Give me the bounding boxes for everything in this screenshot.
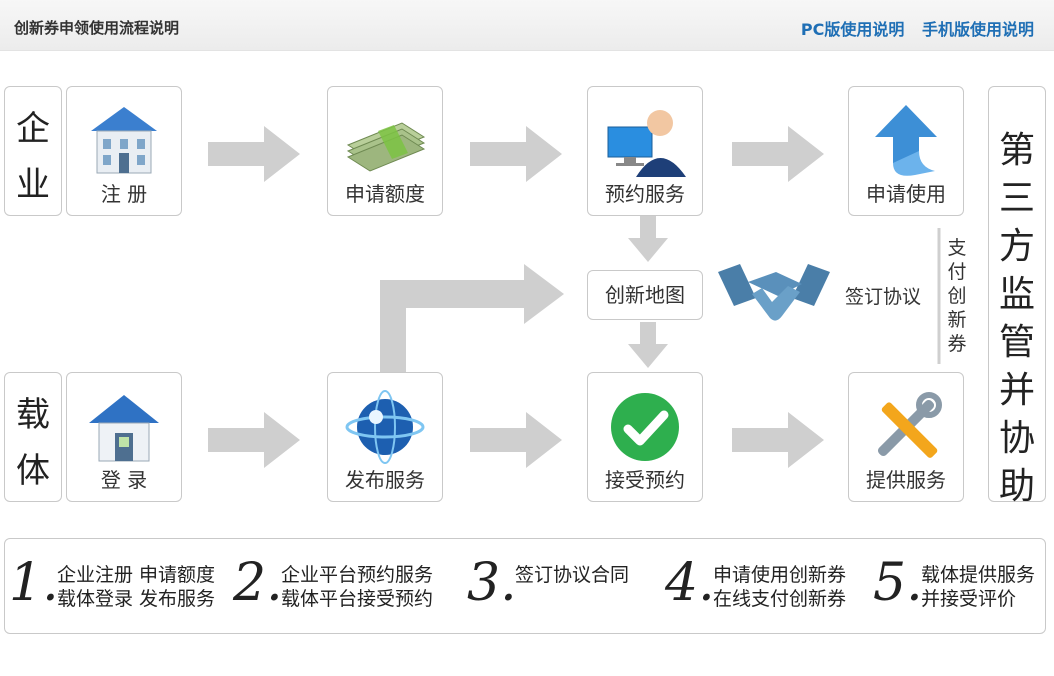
- carrier-char-1: 载: [16, 395, 50, 435]
- up-arrow-icon: [875, 105, 937, 176]
- login-card[interactable]: 登 录: [66, 372, 182, 502]
- step-number: 3.: [467, 553, 517, 613]
- header-links: PC版使用说明 手机版使用说明: [789, 16, 1034, 40]
- third-party-text: 第 三 方 监 管 并 协 助: [989, 127, 1045, 511]
- pay-char: 创: [947, 285, 967, 307]
- enterprise-char-1: 企: [16, 109, 50, 149]
- quota-label: 申请额度: [345, 182, 425, 206]
- house-icon: [89, 395, 159, 462]
- page-title: 创新券申领使用流程说明: [14, 19, 180, 37]
- step-text: 企业注册 申请额度载体登录 发布服务: [57, 563, 215, 611]
- third-party-char: 三: [998, 178, 1035, 219]
- money-icon: [346, 122, 426, 172]
- apply-use-label: 申请使用: [866, 182, 946, 206]
- step-text: 载体提供服务并接受评价: [921, 563, 1035, 611]
- third-party-char: 管: [998, 322, 1035, 363]
- third-party-char: 方: [998, 226, 1035, 267]
- tools-icon: [877, 392, 942, 458]
- step-text: 申请使用创新券在线支付创新券: [713, 563, 846, 611]
- sign-agreement-label: 签订协议: [845, 286, 922, 308]
- third-party-box: 第 三 方 监 管 并 协 助: [988, 86, 1046, 507]
- register-card[interactable]: 注 册: [66, 86, 182, 216]
- mobile-guide-link[interactable]: 手机版使用说明: [921, 20, 1034, 39]
- step-number: 5.: [873, 553, 923, 613]
- pay-char: 券: [947, 333, 967, 355]
- step-line: 在线支付创新券: [713, 588, 847, 610]
- quota-card[interactable]: 申请额度: [327, 86, 443, 216]
- header-bar: 创新券申领使用流程说明 PC版使用说明 手机版使用说明: [0, 0, 1054, 51]
- pay-char: 支: [947, 237, 967, 259]
- step-number: 2.: [233, 553, 283, 613]
- login-label: 登 录: [100, 468, 148, 492]
- publish-card[interactable]: 发布服务: [327, 372, 443, 502]
- step-text: 签订协议合同: [515, 563, 629, 587]
- pay-char: 新: [947, 309, 967, 331]
- globe-icon: [345, 390, 425, 464]
- step-line: 企业平台预约服务: [281, 564, 434, 586]
- third-party-char: 第: [998, 130, 1035, 171]
- carrier-label-box: 载 体: [4, 372, 62, 502]
- enterprise-char-2: 业: [16, 165, 50, 205]
- accept-card[interactable]: 接受预约: [587, 372, 703, 502]
- step-line: 企业注册 申请额度: [57, 564, 216, 586]
- flow-arrow-right: [470, 412, 562, 468]
- pay-char: 付: [947, 261, 967, 283]
- accept-label: 接受预约: [605, 468, 685, 492]
- step-line: 并接受评价: [921, 588, 1017, 610]
- step-line: 签订协议合同: [515, 564, 630, 586]
- innovation-map-box[interactable]: 创新地图: [587, 270, 703, 320]
- third-party-char: 并: [998, 370, 1035, 411]
- apply-use-card[interactable]: 申请使用: [848, 86, 964, 216]
- carrier-char-2: 体: [16, 451, 50, 491]
- elbow-arrow: [380, 264, 564, 374]
- pay-voucher-label: 支 付 创 新 券: [944, 236, 970, 356]
- third-party-char: 监: [998, 274, 1035, 315]
- enterprise-label-box: 企 业: [4, 86, 62, 216]
- steps-summary: 1. 企业注册 申请额度载体登录 发布服务 2. 企业平台预约服务载体平台接受预…: [4, 538, 1046, 634]
- diagonal-connector-line: [937, 228, 941, 364]
- flow-arrow-right: [732, 126, 824, 182]
- third-party-char: 助: [998, 466, 1035, 507]
- step-number: 4.: [665, 553, 715, 613]
- step-line: 申请使用创新券: [713, 564, 847, 586]
- flow-arrow-down: [628, 322, 668, 368]
- user-computer-icon: [607, 110, 686, 177]
- step-text: 企业平台预约服务载体平台接受预约: [281, 563, 433, 611]
- provide-card[interactable]: 提供服务: [848, 372, 964, 502]
- third-party-char: 协: [998, 418, 1035, 459]
- step-line: 载体登录 发布服务: [57, 588, 216, 610]
- register-label: 注 册: [100, 182, 148, 206]
- house-icon: [91, 107, 157, 174]
- pc-guide-link[interactable]: PC版使用说明: [800, 20, 905, 39]
- publish-label: 发布服务: [345, 468, 425, 492]
- step-line: 载体提供服务: [921, 564, 1036, 586]
- step-number: 1.: [9, 553, 59, 613]
- flow-arrow-down: [628, 216, 668, 262]
- check-icon: [611, 393, 679, 461]
- flow-arrow-right: [208, 412, 300, 468]
- flow-arrow-right: [732, 412, 824, 468]
- provide-label: 提供服务: [866, 468, 946, 492]
- reserve-label: 预约服务: [605, 182, 685, 206]
- flow-arrow-right: [208, 126, 300, 182]
- reserve-card[interactable]: 预约服务: [587, 86, 703, 216]
- handshake-icon: [718, 264, 830, 321]
- flow-arrow-right: [470, 126, 562, 182]
- step-line: 载体平台接受预约: [281, 588, 434, 610]
